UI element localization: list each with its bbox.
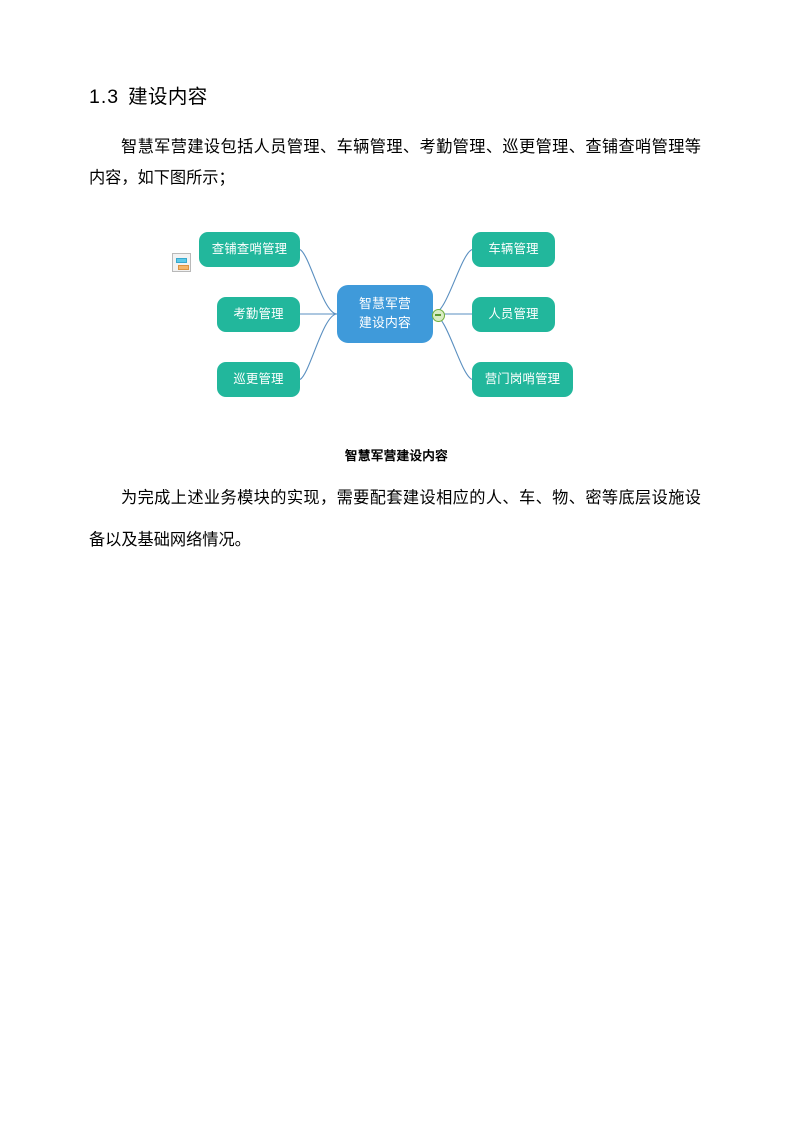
outro-paragraph: 为完成上述业务模块的实现，需要配套建设相应的人、车、物、密等底层设施设备以及基础… — [89, 489, 701, 549]
center-node-line-1: 智慧军营 — [359, 296, 411, 312]
figure-block: 查铺查哨管理 考勤管理 巡更管理 智慧军营 建设内容 车辆管理 人员管理 营门岗… — [0, 205, 793, 470]
mindmap-node-yingmen[interactable]: 营门岗哨管理 — [472, 362, 573, 397]
mindmap-node-cheliang[interactable]: 车辆管理 — [472, 232, 555, 267]
mindmap-node-renyuan[interactable]: 人员管理 — [472, 297, 555, 332]
mindmap-node-chapuchashao[interactable]: 查铺查哨管理 — [199, 232, 300, 267]
section-heading: 1.3 建设内容 — [89, 80, 208, 109]
collapse-minus-icon[interactable] — [432, 309, 445, 322]
object-icon-top-bar — [176, 257, 187, 263]
heading-number: 1.3 — [89, 86, 120, 108]
mindmap-node-xungeng[interactable]: 巡更管理 — [217, 362, 300, 397]
figure-caption: 智慧军营建设内容 — [344, 449, 449, 463]
object-icon-bottom-bar — [178, 264, 189, 270]
heading-title: 建设内容 — [128, 86, 208, 108]
intro-paragraph: 智慧军营建设包括人员管理、车辆管理、考勤管理、巡更管理、查铺查哨管理等内容，如下… — [89, 138, 701, 187]
mindmap-diagram: 查铺查哨管理 考勤管理 巡更管理 智慧军营 建设内容 车辆管理 人员管理 营门岗… — [160, 215, 605, 400]
center-node-line-2: 建设内容 — [359, 315, 411, 330]
mindmap-node-kaoqin[interactable]: 考勤管理 — [217, 297, 300, 332]
object-placeholder-icon[interactable] — [172, 253, 191, 272]
mindmap-center-node[interactable]: 智慧军营 建设内容 — [337, 285, 433, 343]
